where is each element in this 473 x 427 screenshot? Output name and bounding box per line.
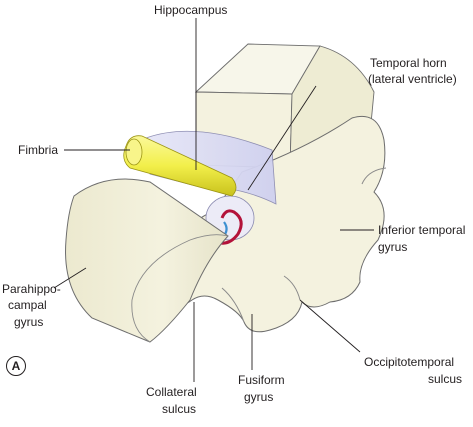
- label-fusiform-line2: gyrus: [244, 390, 274, 404]
- cornu-ammonis-red: [209, 209, 243, 245]
- label-parahippocampal-line1: Parahippo-: [2, 282, 61, 296]
- sulcus-line-occipitotemporal: [283, 275, 301, 301]
- sulcus-line-upper: [361, 167, 387, 185]
- label-inferior-temporal-line2: gyrus: [378, 240, 408, 254]
- leader-occipitotemporal: [299, 299, 361, 353]
- label-occipitotemporal-line1: Occipitotemporal: [364, 355, 455, 369]
- label-inferior-temporal-line1: Inferior temporal: [378, 223, 466, 237]
- fimbria-rod: [123, 135, 237, 197]
- label-parahippocampal-line3: gyrus: [14, 315, 44, 329]
- label-occipitotemporal-line2: sulcus: [428, 372, 463, 386]
- label-temporal-horn-line1: Temporal horn: [370, 56, 447, 70]
- label-collateral-line2: sulcus: [162, 402, 197, 416]
- parahippocampal-end-cap: [131, 234, 229, 343]
- leader-temporal-horn: [247, 85, 317, 191]
- label-fusiform-line1: Fusiform: [238, 373, 285, 387]
- sulcus-line-collateral: [221, 287, 245, 323]
- label-temporal-horn-line2: (lateral ventricle): [368, 72, 457, 86]
- label-collateral-line1: Collateral: [146, 385, 197, 399]
- label-fimbria: Fimbria: [18, 143, 59, 157]
- leader-parahippocampal: [53, 267, 87, 289]
- label-hippocampus: Hippocampus: [154, 3, 228, 17]
- parahippocampal-cylinder: [65, 178, 229, 343]
- panel-letter: A: [6, 356, 26, 376]
- label-parahippocampal-line2: campal: [8, 298, 47, 312]
- fimbria-end: [125, 138, 143, 166]
